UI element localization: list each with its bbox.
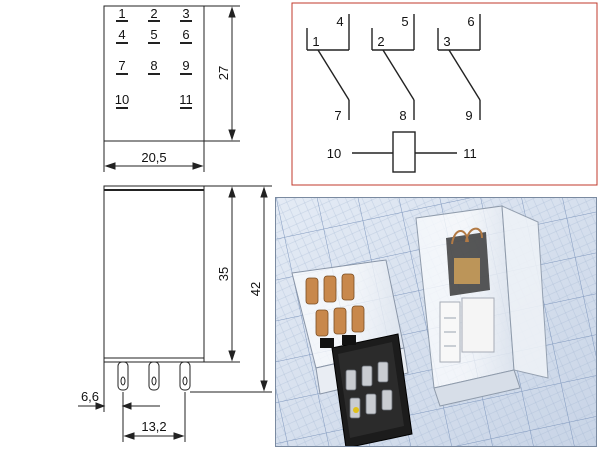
relay-photo [275,197,597,447]
pin-label: 1 [118,6,125,21]
side-view-body-height-label: 35 [216,267,231,281]
pin-label: 9 [182,58,189,73]
relay-photo-illustration [276,198,596,446]
led-indicator [353,407,359,413]
schematic-contacts [306,14,481,120]
side-view-pins [117,361,191,391]
common-label-2: 2 [377,34,384,49]
side-view-total-dimension [190,185,272,393]
pin-label: 4 [118,27,125,42]
upper-label-5: 5 [401,14,408,29]
pin-spacing-label: 13,2 [141,419,166,434]
common-label-1: 1 [312,34,319,49]
pin-label: 2 [150,6,157,21]
top-view-height-dimension [204,5,240,142]
lower-label-7: 7 [334,108,341,123]
pin-label: 8 [150,58,157,73]
side-view-body-dimension [204,185,240,363]
top-view-pin-labels: 1 2 3 4 5 6 7 8 9 10 11 [115,6,193,107]
side-view-total-height-label: 42 [248,282,263,296]
pin-offset-dimension [78,362,160,442]
schematic-labels: 1 2 3 4 5 6 7 8 9 10 11 [312,14,476,161]
lower-label-9: 9 [465,108,472,123]
coil-label-11: 11 [463,146,477,161]
top-view-outline [103,5,205,142]
schematic-frame [291,2,598,186]
pin-label: 10 [115,92,129,107]
coil-symbol [392,131,416,173]
upper-label-4: 4 [336,14,343,29]
pin-label: 11 [179,92,193,107]
left-relay [291,259,413,446]
schematic-coil [352,131,457,173]
pin-spacing-dimension [123,392,186,442]
lower-label-8: 8 [399,108,406,123]
pin-label: 5 [150,27,157,42]
pin-label: 7 [118,58,125,73]
upper-label-6: 6 [467,14,474,29]
pin-offset-label: 6,6 [81,389,99,404]
pin-label: 6 [182,27,189,42]
side-view-outline [103,185,205,363]
side-view [103,185,205,391]
pin-label: 3 [182,6,189,21]
coil-label-10: 10 [327,146,341,161]
top-view-width-label: 20,5 [141,150,166,165]
top-view-width-dimension [103,141,205,172]
top-view [103,5,205,142]
top-view-height-label: 27 [216,66,231,80]
right-relay [415,205,549,407]
common-label-3: 3 [443,34,450,49]
